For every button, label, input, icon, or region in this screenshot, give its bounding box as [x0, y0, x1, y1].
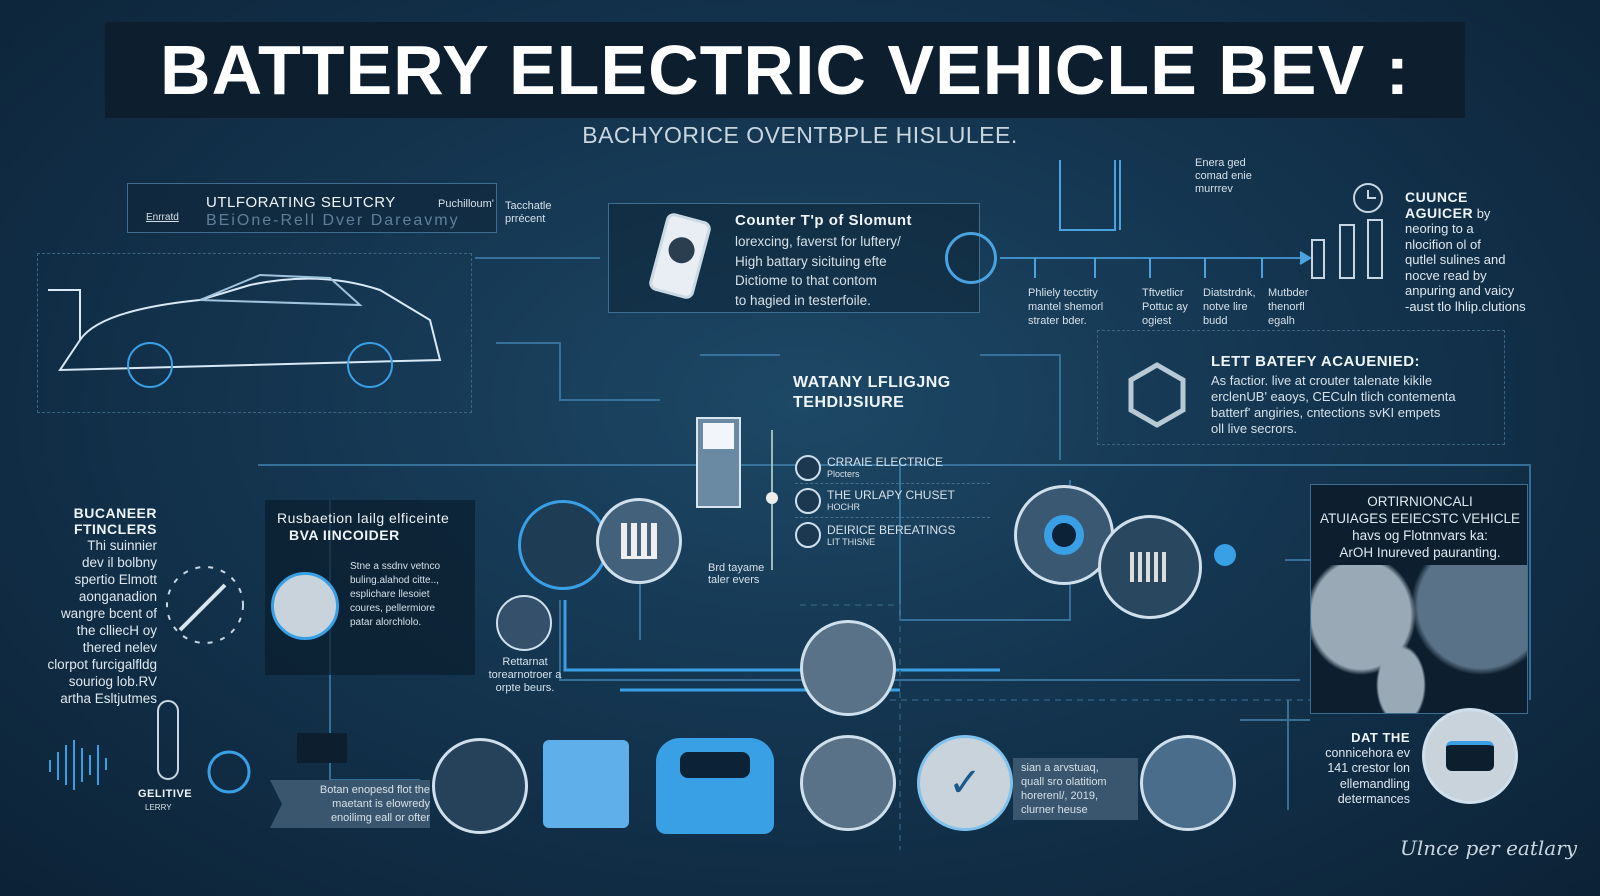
- node-icon: [1214, 544, 1236, 566]
- gear-icon: [271, 572, 339, 640]
- shield-map-icon: [543, 740, 629, 828]
- badge-sublabel: LERRY: [145, 803, 172, 812]
- wrench-icon: [207, 750, 251, 794]
- person-icon: [795, 487, 821, 514]
- building-chart-icon: [596, 498, 682, 584]
- blue-car-icon: [656, 738, 774, 834]
- city-chart-icon: [1098, 515, 1202, 619]
- battery-panel-body: As factior. live at crouter talenate kik…: [1211, 373, 1456, 436]
- gauge-icon: [166, 566, 244, 644]
- panel-heading: UTLFORATING SEUTCRY: [206, 194, 396, 211]
- battery-panel: LETT BATEFY ACAUENIED: As factior. live …: [1097, 330, 1505, 445]
- car-diagram-panel: [37, 253, 472, 413]
- speaker-icon: [297, 733, 347, 763]
- hexagon-icon: [1128, 362, 1186, 428]
- fuel-gauge-icon: [157, 700, 179, 780]
- charger-icon: [795, 454, 821, 481]
- badge-label: GELITIVE: [138, 788, 193, 800]
- bar-chart-icon: [1311, 183, 1383, 279]
- robot-device-icon: [1422, 708, 1518, 804]
- device-icon: [795, 522, 821, 548]
- wheel-icon: [1140, 735, 1236, 831]
- page-title: BATTERY ELECTRIC VEHICLE BEV :: [105, 22, 1465, 118]
- calendar-globe-icon: [800, 620, 896, 716]
- signature: Ulnce per eatlary: [1400, 836, 1578, 860]
- user-location-icon: [432, 738, 528, 834]
- waveform-icon: [49, 740, 107, 790]
- engine-icon: [945, 232, 997, 284]
- top-left-panel: Enrratd UTLFORATING SEUTCRY Puchilloum' …: [127, 183, 497, 233]
- car-wireframe-icon: [48, 273, 442, 388]
- document-icon: [496, 595, 552, 651]
- phone-panel: Counter T'p of Slomunt lorexcing, favers…: [608, 203, 980, 313]
- phone-panel-heading: Counter T'p of Slomunt: [735, 212, 913, 229]
- cog-icon[interactable]: [800, 735, 896, 831]
- page-subtitle: BACHYORICE OVENTBPLE HISLULEE.: [582, 122, 1018, 148]
- charging-station-icon: [518, 500, 608, 590]
- phone-panel-body: lorexcing, faverst for luftery/High batt…: [735, 234, 901, 308]
- checkmark-gear-icon[interactable]: ✓: [917, 735, 1013, 831]
- world-map-icon: [1311, 565, 1527, 713]
- panel-faint-text: BEiOne-Rell Dver Dareavmy: [206, 212, 460, 229]
- panel-aside: Puchilloum': [438, 198, 494, 210]
- panel-tag: Enrratd: [146, 212, 179, 223]
- battery-panel-heading: LETT BATEFY ACAUENIED:: [1211, 353, 1421, 370]
- smartphone-icon: [647, 211, 713, 301]
